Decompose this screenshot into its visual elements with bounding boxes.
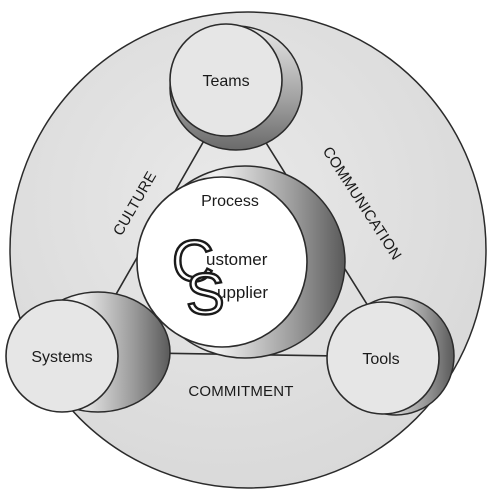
commitment-label: COMMITMENT: [188, 383, 293, 400]
customer-initial-c: C: [172, 229, 214, 294]
tools-node: Tools: [326, 296, 455, 416]
supplier-label: upplier: [217, 283, 268, 302]
systems-label: Systems: [31, 349, 92, 366]
customer-label: ustomer: [206, 250, 268, 269]
process-node: Process C ustomer S upplier: [136, 165, 346, 359]
process-label: Process: [201, 193, 259, 210]
teams-label: Teams: [202, 73, 249, 90]
supplier-initial-s: S: [186, 262, 225, 327]
systems-node: Systems: [5, 291, 171, 413]
teams-node: Teams: [169, 23, 303, 151]
tools-label: Tools: [362, 351, 399, 368]
